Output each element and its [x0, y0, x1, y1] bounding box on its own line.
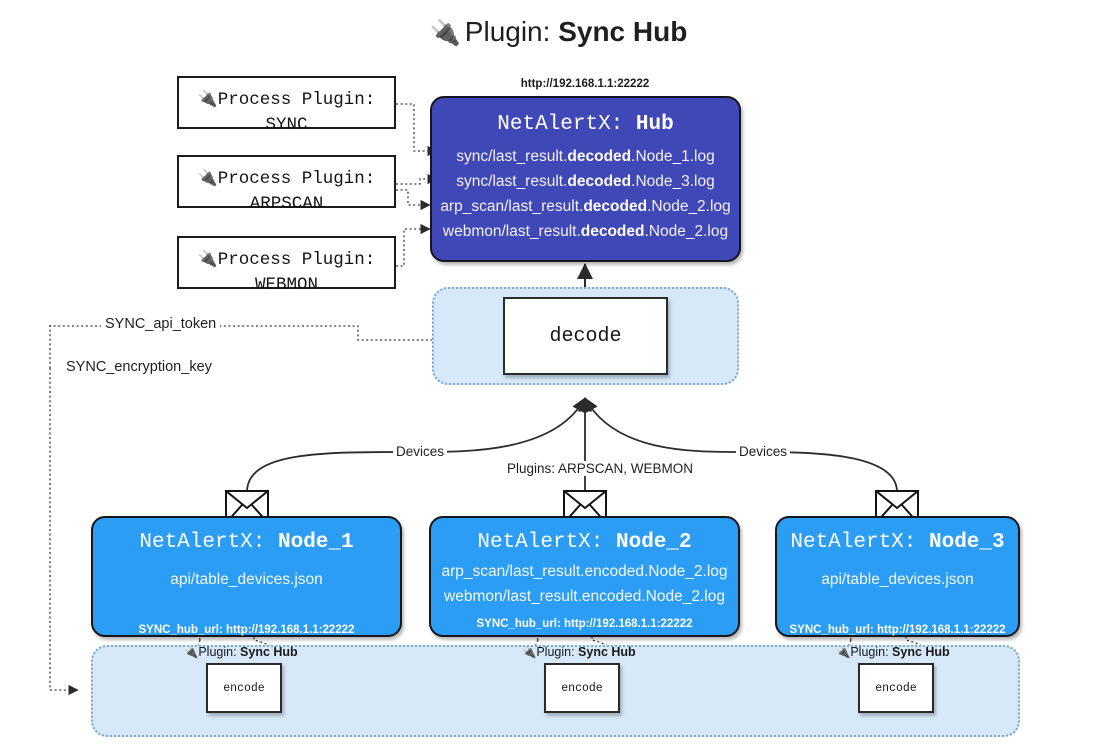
node-footer: SYNC_hub_url: http://192.168.1.1:22222	[789, 623, 1006, 636]
decode-box[interactable]: decode	[503, 297, 668, 375]
node-1[interactable]: NetAlertX: Node_1 api/table_devices.json…	[91, 516, 402, 637]
encode-plugin-label: 🔌Plugin: Sync Hub	[836, 645, 950, 659]
process-plugin-label: Process Plugin:	[217, 90, 376, 110]
process-plugin-name: ARPSCAN	[249, 194, 324, 215]
page-title-prefix: Plugin:	[464, 16, 551, 47]
node-line: api/table_devices.json	[821, 571, 974, 588]
electric-plug-icon: 🔌	[429, 19, 461, 47]
encode-box-1[interactable]: encode	[206, 663, 282, 713]
page-title: 🔌Plugin: Sync Hub	[0, 16, 1117, 48]
node-line: arp_scan/last_result.encoded.Node_2.log	[441, 563, 728, 580]
sync-encryption-key-label: SYNC_encryption_key	[62, 359, 216, 375]
encode-label: encode	[875, 681, 917, 695]
node-title: NetAlertX: Node_1	[139, 531, 354, 554]
hub-title: NetAlertX: Hub	[432, 113, 739, 136]
node-title: NetAlertX: Node_3	[790, 531, 1005, 554]
electric-plug-icon: 🔌	[197, 249, 218, 268]
node-title: NetAlertX: Node_2	[477, 531, 692, 554]
electric-plug-icon: 🔌	[197, 89, 218, 108]
hub-title-name: Hub	[635, 113, 674, 136]
node-line: webmon/last_result.encoded.Node_2.log	[444, 587, 725, 605]
sync-api-token-label: SYNC_api_token	[101, 316, 221, 332]
hub-log-line: sync/last_result.decoded.Node_1.log	[456, 148, 715, 165]
hub-title-prefix: NetAlertX:	[497, 113, 624, 136]
node-3[interactable]: NetAlertX: Node_3 api/table_devices.json…	[775, 516, 1020, 637]
hub-url-label: http://192.168.1.1:22222	[520, 78, 650, 90]
encode-plugin-label: 🔌Plugin: Sync Hub	[184, 645, 298, 659]
node-line: api/table_devices.json	[170, 571, 323, 588]
process-plugin-arpscan[interactable]: 🔌Process Plugin: ARPSCAN	[177, 155, 396, 214]
edge-label-plugins: Plugins: ARPSCAN, WEBMON	[504, 461, 697, 476]
encode-box-3[interactable]: encode	[858, 663, 934, 713]
edge-label-devices-right: Devices	[736, 444, 791, 459]
electric-plug-icon: 🔌	[197, 168, 218, 187]
hub-node[interactable]: NetAlertX: Hub sync/last_result.decoded.…	[430, 96, 741, 262]
process-plugin-label: Process Plugin:	[217, 169, 376, 189]
edge-label-devices-left: Devices	[393, 444, 448, 459]
encode-label: encode	[223, 681, 265, 695]
decode-label: decode	[549, 324, 622, 348]
encode-box-2[interactable]: encode	[544, 663, 620, 713]
hub-log-line: sync/last_result.decoded.Node_3.log	[456, 173, 715, 191]
process-plugin-sync[interactable]: 🔌Process Plugin: SYNC	[177, 76, 396, 135]
electric-plug-icon: 🔌	[836, 645, 851, 659]
node-footer: SYNC_hub_url: http://192.168.1.1:22222	[476, 617, 693, 630]
process-plugin-label: Process Plugin:	[217, 250, 376, 270]
process-plugin-name: WEBMON	[254, 275, 318, 296]
node-2[interactable]: NetAlertX: Node_2 arp_scan/last_result.e…	[429, 516, 740, 637]
encode-plugin-label: 🔌Plugin: Sync Hub	[522, 645, 636, 659]
process-plugin-webmon[interactable]: 🔌Process Plugin: WEBMON	[177, 236, 396, 295]
node-footer: SYNC_hub_url: http://192.168.1.1:22222	[138, 623, 355, 636]
electric-plug-icon: 🔌	[522, 645, 537, 659]
hub-log-line: arp_scan/last_result.decoded.Node_2.log	[440, 198, 731, 216]
electric-plug-icon: 🔌	[184, 645, 199, 659]
encode-label: encode	[561, 681, 603, 695]
hub-log-line: webmon/last_result.decoded.Node_2.log	[442, 223, 729, 241]
page-title-name: Sync Hub	[558, 16, 688, 47]
process-plugin-name: SYNC	[265, 115, 308, 136]
